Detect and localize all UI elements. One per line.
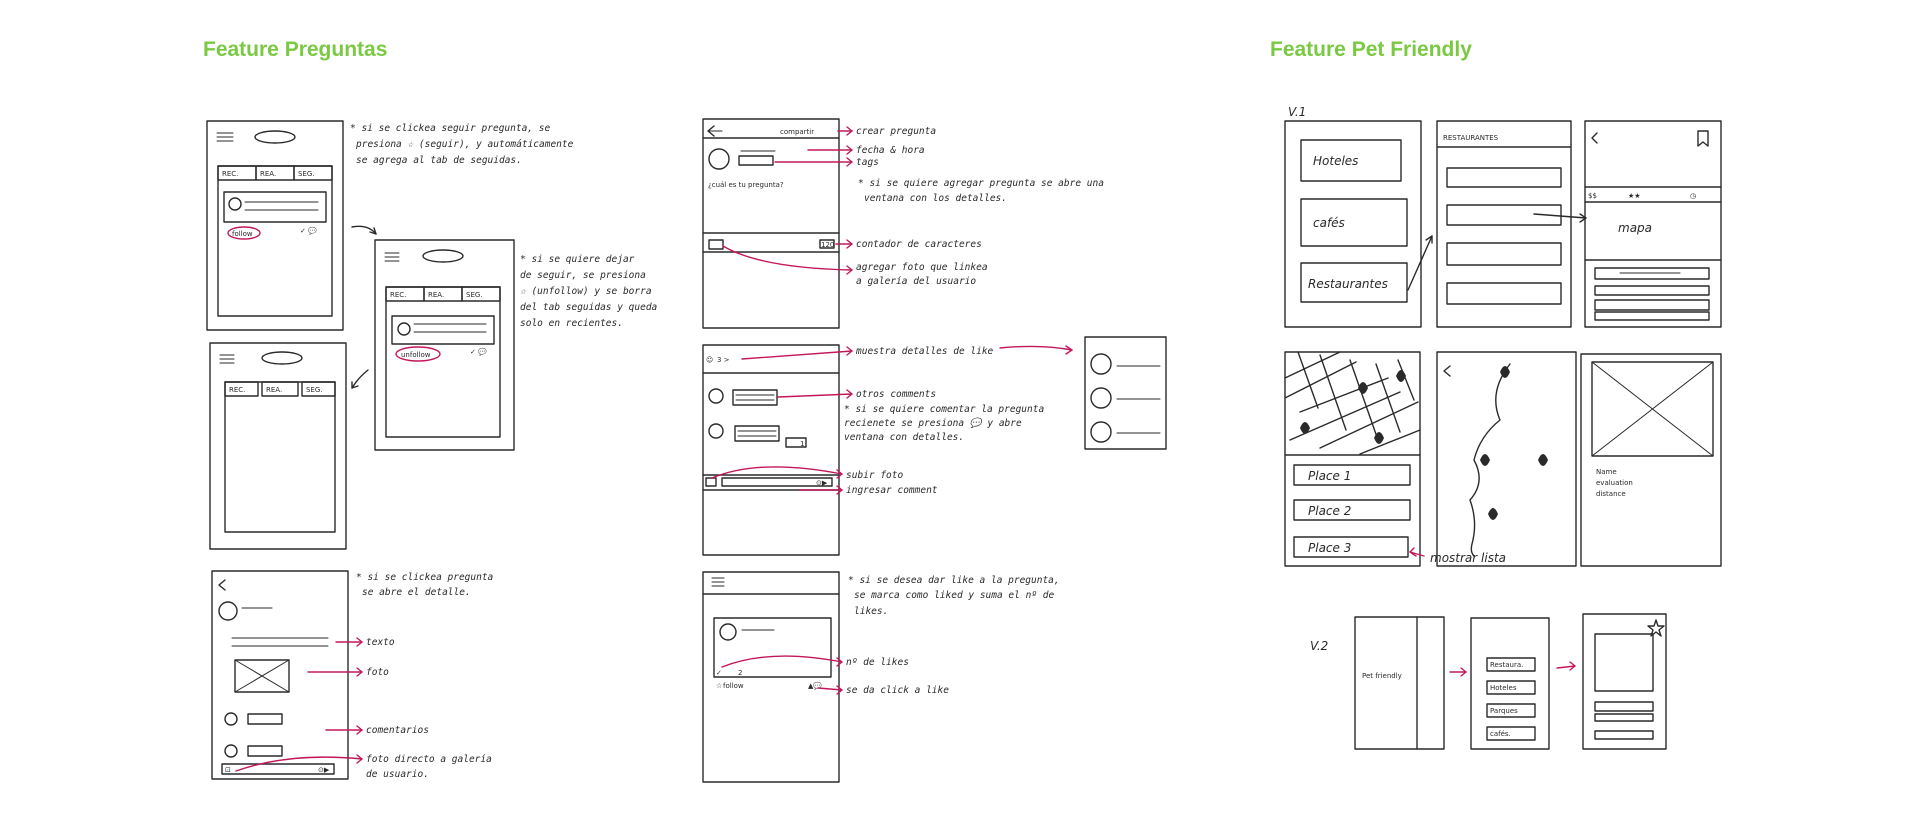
label-click-like: se da click a like (846, 685, 949, 696)
show-list-label: mostrar lista (1430, 551, 1506, 565)
comment-count: 1 (800, 440, 804, 448)
pet-menu-label: Pet friendly (1362, 672, 1402, 680)
feature-pet-friendly-heading: Feature Pet Friendly (1270, 38, 1472, 61)
phone-river-map (1436, 351, 1577, 567)
tab-rec-3: REC. (229, 386, 245, 394)
tab-rec: REC. (222, 170, 238, 178)
version-2-label: V.2 (1310, 639, 1328, 653)
label-tags: tags (856, 157, 879, 168)
svg-text:☆: ☆ (716, 682, 722, 690)
note-unfollow: * si se quiere dejar de seguir, se presi… (520, 249, 662, 329)
category-cafes: cafés (1313, 216, 1345, 230)
phone-feed-unfollow: REC. REA. SEG. unfollow ✓ 💬 (374, 239, 515, 451)
place-3: Place 3 (1308, 541, 1351, 555)
label-contador: contador de caracteres (856, 239, 982, 250)
phone-place-detail: Name evaluation distance (1580, 353, 1722, 567)
phone-pet-menu: Pet friendly (1354, 616, 1445, 750)
option-restaurantes: Restaura. (1490, 661, 1523, 669)
likes-bubble: 2 (738, 669, 742, 677)
tab-seg: SEG. (298, 170, 315, 178)
category-restaurantes: Restaurantes (1308, 277, 1388, 291)
field-distance: distance (1596, 490, 1626, 498)
note-like: * si se desea dar like a la pregunta, se… (848, 570, 1064, 617)
label-foto: foto (366, 667, 389, 678)
phone-v2-detail (1582, 613, 1667, 750)
svg-text:☺: ☺ (706, 356, 713, 364)
tab-rea-3: REA. (266, 386, 282, 394)
char-counter: 120 (821, 241, 834, 249)
field-name: Name (1596, 468, 1617, 476)
phone-categories: Hoteles cafés Restaurantes (1284, 120, 1422, 328)
label-detalles-like: muestra detalles de like (855, 346, 994, 357)
label-crear-pregunta: crear pregunta (856, 126, 936, 137)
svg-text:⊙▶: ⊙▶ (816, 479, 828, 487)
phone-feed-follow: REC. REA. SEG. follow ✓ 💬 (206, 120, 344, 331)
svg-text:⊡: ⊡ (225, 766, 231, 774)
phone-question-detail: ⊡ ⊙▶ (211, 570, 349, 780)
field-evaluation: evaluation (1596, 479, 1633, 487)
list-title: RESTAURANTES (1443, 134, 1499, 142)
note-add-question: * si se quiere agregar pregunta se abre … (858, 173, 1108, 204)
label-agregar-foto: agregar foto que linkea a galería del us… (856, 257, 992, 287)
note-detail: * si se clickea pregunta se abre el deta… (356, 567, 498, 598)
phone-like: ✓ 2 ☆ follow ▲💬 (702, 571, 840, 783)
phone-restaurant-list: RESTAURANTES (1436, 120, 1572, 328)
label-ingresar-comment: ingresar comment (846, 485, 938, 496)
note-comment: * si se quiere comentar la pregunta reci… (844, 399, 1049, 443)
svg-text:✓ 💬: ✓ 💬 (300, 226, 317, 235)
label-subir-foto: subir foto (846, 470, 903, 481)
question-placeholder: ¿cuál es tu pregunta? (708, 181, 784, 189)
svg-text:✓ 💬: ✓ 💬 (470, 347, 487, 356)
likes-popup (1084, 336, 1167, 450)
phone-v2-options: Restaura. Hoteles Parques cafés. (1470, 617, 1550, 750)
feature-preguntas-heading: Feature Preguntas (203, 38, 388, 61)
tab-seg-3: SEG. (306, 386, 323, 394)
label-texto: texto (366, 637, 395, 648)
map-label: mapa (1618, 221, 1652, 235)
svg-text:⊙▶: ⊙▶ (318, 766, 330, 774)
label-fecha-hora: fecha & hora (856, 145, 925, 156)
tab-rec-2: REC. (390, 291, 406, 299)
svg-text:▲💬: ▲💬 (808, 681, 822, 690)
svg-text:◷: ◷ (1690, 192, 1697, 200)
rating-stars: ★★ (1628, 192, 1641, 200)
version-1-label: V.1 (1288, 105, 1306, 119)
phone-comments: ☺ 3 > 1 ⊙▶ (702, 344, 840, 556)
svg-text:✓: ✓ (716, 669, 722, 677)
option-hoteles: Hoteles (1490, 684, 1517, 692)
place-1: Place 1 (1308, 469, 1351, 483)
option-cafes: cafés. (1490, 730, 1511, 738)
price-level: $$ (1588, 192, 1597, 200)
label-otros-comments: otros comments (856, 389, 936, 400)
likes-count: 3 > (717, 356, 730, 364)
follow-label: follow (232, 230, 253, 238)
phone-create-question: compartir ¿cuál es tu pregunta? 120 (702, 118, 840, 329)
follow-label-2: follow (723, 682, 744, 690)
phone-restaurant-detail: $$ ★★ ◷ mapa (1584, 120, 1722, 328)
phone-feed-empty: REC. REA. SEG. (209, 342, 347, 550)
tab-rea: REA. (260, 170, 276, 178)
label-comentarios: comentarios (366, 725, 429, 736)
category-hoteles: Hoteles (1313, 154, 1358, 168)
place-2: Place 2 (1308, 504, 1351, 518)
unfollow-label: unfollow (401, 351, 431, 359)
label-foto-directo: foto directo a galería de usuario. (366, 749, 496, 780)
tab-rea-2: REA. (428, 291, 444, 299)
share-label: compartir (780, 128, 814, 136)
note-follow: * si se clickea seguir pregunta, se pres… (350, 118, 578, 166)
tab-seg-2: SEG. (466, 291, 483, 299)
phone-map-places: Place 1 Place 2 Place 3 (1284, 351, 1421, 567)
option-parques: Parques (1490, 707, 1518, 715)
label-n-likes: nº de likes (846, 657, 909, 668)
